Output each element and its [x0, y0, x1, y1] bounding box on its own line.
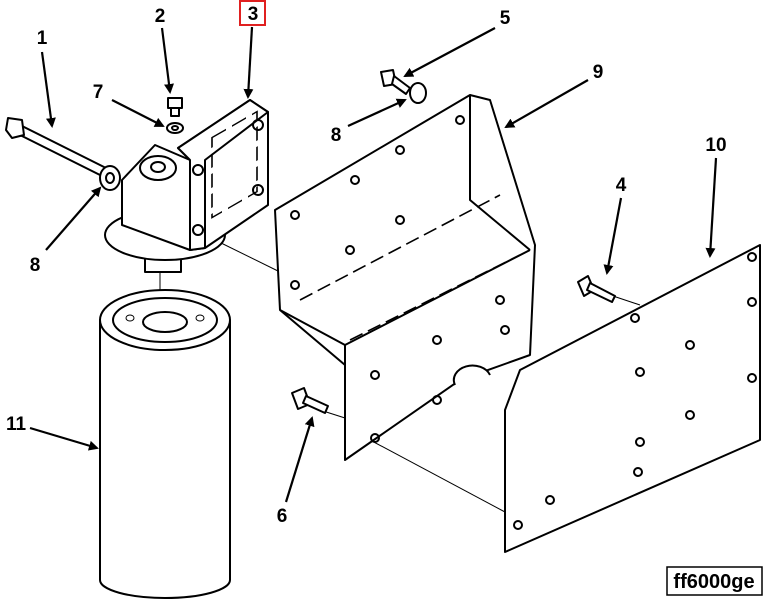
drawing-code: ff6000ge	[673, 571, 754, 593]
filter-element	[99, 289, 231, 599]
callout-arrows	[29, 26, 718, 503]
callout-2: 2	[155, 6, 166, 27]
callout-6: 6	[277, 506, 288, 527]
cover-plate	[504, 244, 761, 553]
callout-10: 10	[705, 135, 726, 156]
callout-3-highlight-box	[239, 0, 266, 26]
callout-8-left: 8	[30, 255, 41, 276]
callout-4: 4	[616, 175, 627, 196]
callout-11: 11	[6, 414, 27, 435]
bolt-2	[166, 97, 184, 134]
bolt-6	[291, 387, 329, 414]
callout-8-right: 8	[331, 125, 342, 146]
bolt-1	[5, 117, 121, 191]
mounting-bracket	[274, 94, 536, 461]
callout-9: 9	[593, 62, 604, 83]
filter-head	[104, 99, 269, 273]
callout-7: 7	[93, 82, 104, 103]
drawing-code-box	[666, 566, 763, 596]
bolt-4	[577, 275, 616, 303]
callout-1: 1	[37, 28, 48, 49]
callout-3: 3	[248, 4, 259, 25]
callout-5: 5	[500, 8, 511, 29]
bolt-5	[380, 69, 427, 104]
